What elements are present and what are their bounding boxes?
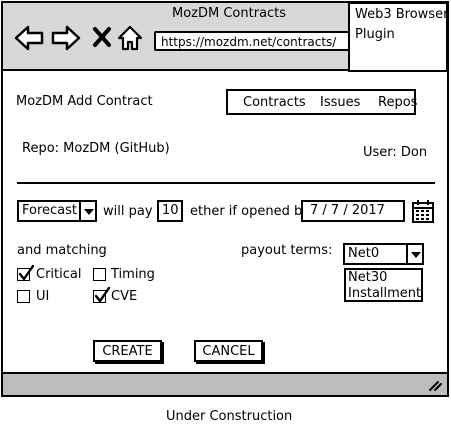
checkbox-timing[interactable] xyxy=(93,268,106,281)
checkbox-critical[interactable] xyxy=(17,268,30,281)
payout-option-net30[interactable]: Net30 xyxy=(348,270,388,285)
divider xyxy=(17,182,435,184)
top-nav: Contracts Issues Repos xyxy=(226,89,418,115)
page-caption: Under Construction xyxy=(166,409,293,424)
date-input[interactable]: 7 / 7 / 2017 xyxy=(301,200,405,222)
create-button[interactable]: CREATE xyxy=(93,340,162,362)
calendar-icon[interactable] xyxy=(411,198,435,224)
mode-select-value: Forecast xyxy=(22,203,78,218)
will-pay-label: will pay xyxy=(103,204,153,219)
nav-issues[interactable]: Issues xyxy=(320,95,361,110)
resize-grip-icon[interactable] xyxy=(428,378,442,392)
checkbox-ui[interactable] xyxy=(17,290,30,303)
home-icon[interactable] xyxy=(117,25,143,51)
close-icon[interactable] xyxy=(92,26,112,48)
repo-label: Repo: MozDM (GitHub) xyxy=(22,141,170,156)
payout-select[interactable]: Net0 xyxy=(343,243,424,265)
payout-option-installment[interactable]: Installment xyxy=(348,286,422,301)
checkbox-label-cve: CVE xyxy=(111,289,138,304)
checkbox-label-timing: Timing xyxy=(111,267,155,282)
amount-input[interactable]: 10 xyxy=(157,200,183,222)
plugin-label-line1: Web3 Browser xyxy=(355,7,449,22)
web3-plugin-panel[interactable]: Web3 Browser Plugin xyxy=(348,2,448,72)
checkbox-label-critical: Critical xyxy=(36,267,82,282)
page-title: MozDM Add Contract xyxy=(16,94,153,109)
chevron-down-icon xyxy=(84,209,94,215)
url-bar[interactable]: https://mozdm.net/contracts/ xyxy=(154,31,350,51)
window-title: MozDM Contracts xyxy=(172,6,287,21)
payout-select-value: Net0 xyxy=(348,246,380,261)
status-bar xyxy=(3,372,447,395)
forward-icon[interactable] xyxy=(51,25,81,51)
plugin-label-line2: Plugin xyxy=(355,27,395,42)
mode-select-toggle[interactable] xyxy=(79,200,97,222)
user-label: User: Don xyxy=(363,145,428,160)
nav-repos[interactable]: Repos xyxy=(378,95,418,110)
checkbox-cve[interactable] xyxy=(93,290,106,303)
nav-contracts[interactable]: Contracts xyxy=(243,95,306,110)
chevron-down-icon xyxy=(411,252,421,258)
checkmark-icon xyxy=(17,264,35,282)
matching-label: and matching xyxy=(17,243,107,258)
back-icon[interactable] xyxy=(14,25,44,51)
cancel-button[interactable]: CANCEL xyxy=(194,340,263,362)
ether-label: ether if opened by xyxy=(190,204,310,219)
payout-terms-label: payout terms: xyxy=(241,243,333,258)
payout-select-toggle[interactable] xyxy=(406,243,424,265)
payout-dropdown: Net30 Installment xyxy=(344,268,423,302)
checkmark-icon xyxy=(93,286,111,304)
checkbox-label-ui: UI xyxy=(36,289,50,304)
mode-select[interactable]: Forecast xyxy=(17,200,97,222)
